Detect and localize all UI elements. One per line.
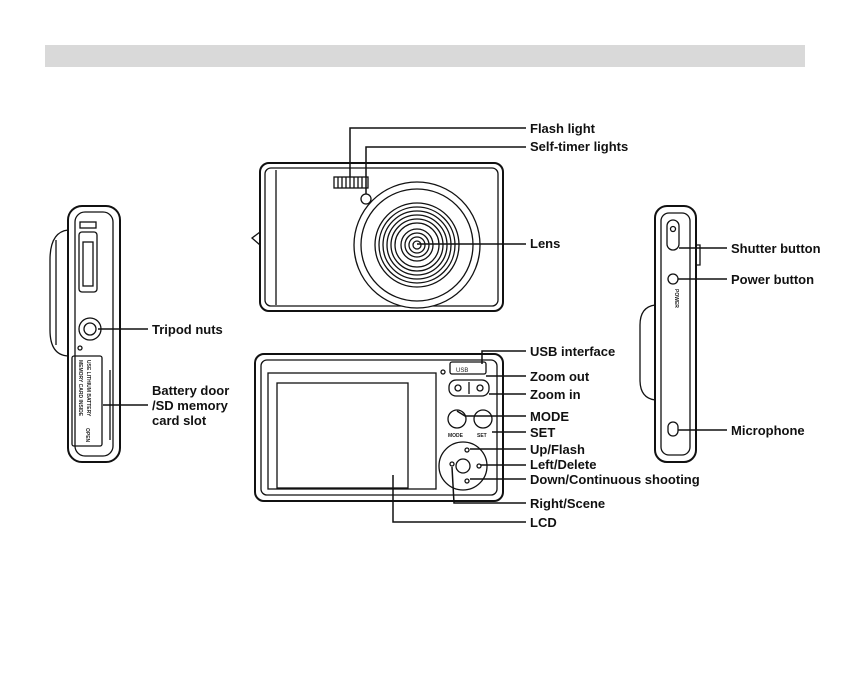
svg-text:MODE: MODE [448, 433, 464, 439]
self-timer-light [361, 194, 371, 204]
label-flash-light: Flash light [530, 121, 596, 136]
svg-text:POWER: POWER [673, 289, 679, 308]
tripod-nut [79, 318, 101, 340]
label-left-delete: Left/Delete [530, 457, 596, 472]
label-battery-door-2: /SD memory [152, 398, 229, 413]
label-lcd: LCD [530, 515, 557, 530]
label-up-flash: Up/Flash [530, 442, 585, 457]
label-shutter-button: Shutter button [731, 241, 821, 256]
flash-light [334, 177, 368, 188]
label-zoom-out: Zoom out [530, 369, 590, 384]
label-set: SET [530, 425, 555, 440]
label-down-continuous: Down/Continuous shooting [530, 472, 700, 487]
camera-right-side-view: POWER [640, 206, 700, 462]
svg-text:MEMORY CARD INSIDE: MEMORY CARD INSIDE [77, 360, 83, 417]
svg-text:USE LITHIUM BATTERY: USE LITHIUM BATTERY [85, 360, 91, 417]
camera-front-view [252, 163, 503, 311]
label-mode: MODE [530, 409, 569, 424]
lens [354, 182, 480, 308]
label-microphone: Microphone [731, 423, 805, 438]
power-button [668, 274, 678, 284]
svg-text:OPEN: OPEN [84, 428, 90, 443]
label-tripod-nuts: Tripod nuts [152, 322, 223, 337]
lcd-screen [277, 383, 408, 488]
mode-button [448, 410, 466, 428]
microphone [668, 422, 678, 436]
shutter-button [667, 220, 679, 250]
label-right-scene: Right/Scene [530, 496, 605, 511]
svg-text:SET: SET [477, 433, 487, 439]
label-lens: Lens [530, 236, 560, 251]
label-power-button: Power button [731, 272, 814, 287]
label-usb-interface: USB interface [530, 344, 615, 359]
label-self-timer-lights: Self-timer lights [530, 139, 628, 154]
camera-back-view: USB MODE SET [255, 354, 503, 501]
camera-left-side-view: USE LITHIUM BATTERY MEMORY CARD INSIDE O… [50, 206, 120, 462]
set-button [474, 410, 492, 428]
label-zoom-in: Zoom in [530, 387, 581, 402]
label-battery-door-3: card slot [152, 413, 207, 428]
svg-text:USB: USB [456, 368, 468, 374]
label-battery-door-1: Battery door [152, 383, 229, 398]
